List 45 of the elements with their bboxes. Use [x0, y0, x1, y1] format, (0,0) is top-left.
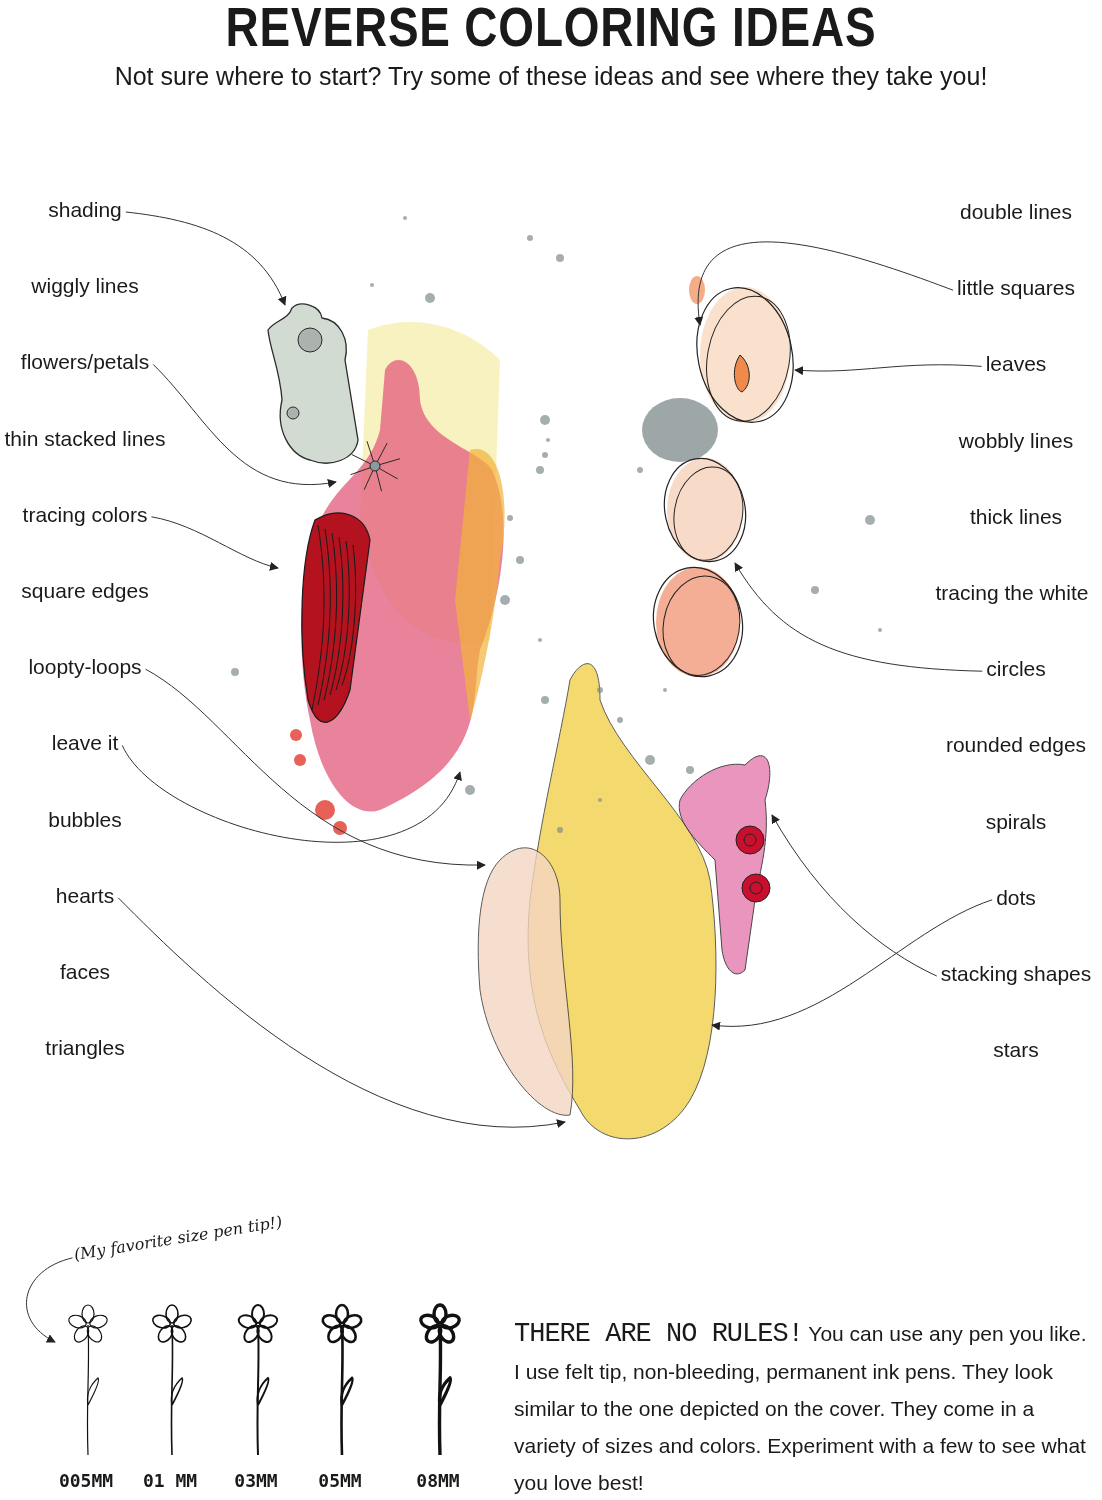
idea-label: wiggly lines — [31, 274, 139, 299]
idea-label: leaves — [985, 352, 1047, 377]
leader-line — [771, 814, 938, 977]
idea-label: thick lines — [969, 504, 1063, 529]
leader-line — [117, 897, 566, 1128]
idea-label: thin stacked lines — [4, 426, 166, 451]
leader-line — [152, 363, 337, 488]
title: REVERSE COLORING IDEAS — [224, 0, 878, 59]
idea-label: circles — [986, 657, 1046, 682]
subtitle: Not sure where to start? Try some of these ideas and see where they take you! — [113, 62, 989, 91]
leader-line — [711, 899, 993, 1030]
idea-label: bubbles — [48, 807, 122, 832]
leader-line — [125, 211, 286, 306]
idea-label: leave it — [51, 731, 119, 756]
idea-label: double lines — [959, 200, 1073, 224]
idea-label: flowers/petals — [20, 350, 150, 375]
leader-line — [695, 241, 954, 326]
leader-line — [794, 364, 983, 375]
idea-label: spirals — [985, 809, 1047, 834]
idea-label: tracing the white — [935, 581, 1089, 605]
handwritten-note: (My favorite size pen tip!) — [72, 1212, 284, 1264]
leader-line — [145, 668, 486, 870]
idea-label: shading — [48, 198, 122, 222]
idea-label: loopty-loops — [28, 655, 142, 680]
size-label: 01 MM — [142, 1470, 198, 1491]
size-label: 03MM — [234, 1470, 278, 1491]
leader-line — [26, 1257, 74, 1343]
leader-line — [734, 562, 983, 672]
idea-label: square edges — [21, 579, 149, 603]
idea-label: stars — [993, 1038, 1039, 1063]
leader-line — [150, 516, 279, 571]
idea-label: hearts — [55, 883, 115, 908]
leader-line — [121, 744, 461, 843]
idea-label: triangles — [45, 1036, 125, 1061]
idea-label: wobbly lines — [958, 428, 1074, 453]
size-label: 08MM — [416, 1470, 460, 1491]
size-label: 005MM — [58, 1470, 114, 1491]
idea-label: rounded edges — [945, 733, 1087, 758]
size-label: 05MM — [318, 1470, 362, 1491]
note-paragraph: THERE ARE NO RULES! You can use any pen you like. I use felt tip, non-bleeding, permanent ink pens. They look similar to the one depicted on the cover. They come in a variety of sizes and colors. Experiment with a few to see what you love best! — [514, 1318, 1088, 1496]
idea-label: dots — [996, 885, 1036, 910]
idea-label: stacking shapes — [940, 962, 1092, 986]
idea-label: faces — [59, 960, 111, 984]
idea-label: tracing colors — [22, 502, 148, 527]
idea-label: little squares — [957, 276, 1075, 301]
